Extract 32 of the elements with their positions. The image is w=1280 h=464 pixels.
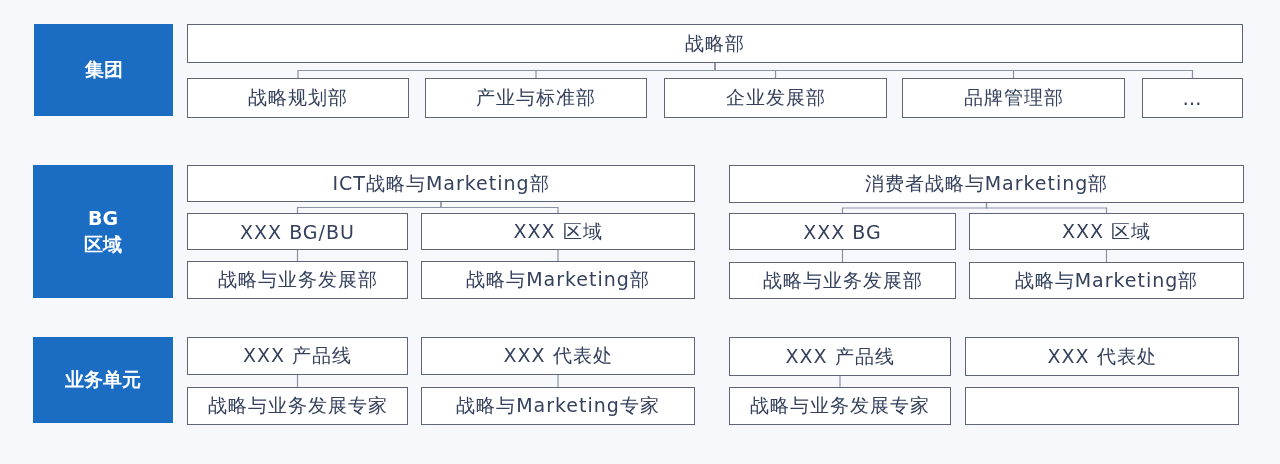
connector-line [557,374,559,388]
department-box: XXX 区域 [421,213,695,250]
department-box: 战略与Marketing部 [969,262,1244,299]
department-box: 战略规划部 [187,78,409,118]
department-box: 企业发展部 [664,78,887,118]
empty-box [965,387,1239,425]
level-label-box: 业务单元 [33,337,173,423]
level-label-box: 集团 [34,24,173,116]
department-box: 产业与标准部 [425,78,647,118]
connector-line [557,249,559,262]
connector-line [985,202,1108,214]
department-box: 战略与业务发展专家 [187,387,408,425]
connector-line [440,201,559,214]
department-box: XXX 产品线 [729,337,951,376]
department-box: 战略与业务发展专家 [729,387,951,425]
department-box: 战略与业务发展部 [729,262,956,299]
department-box: 品牌管理部 [902,78,1125,118]
department-box: 战略与Marketing专家 [421,387,695,425]
department-box: 消费者战略与Marketing部 [729,165,1244,203]
department-box: XXX BG/BU [187,213,408,250]
department-box: XXX 代表处 [421,337,695,375]
department-box: 战略与Marketing部 [421,261,695,299]
department-box: ICT战略与Marketing部 [187,165,695,202]
connector-line [839,375,841,388]
department-box: XXX 代表处 [965,337,1239,376]
department-box: XXX 产品线 [187,337,408,375]
department-box: 战略部 [187,24,1243,63]
department-box: XXX BG [729,213,956,250]
level-label-box: BG 区域 [33,165,173,298]
department-box: 战略与业务发展部 [187,261,408,299]
department-box: XXX 区域 [969,213,1244,250]
department-box: … [1142,78,1243,118]
